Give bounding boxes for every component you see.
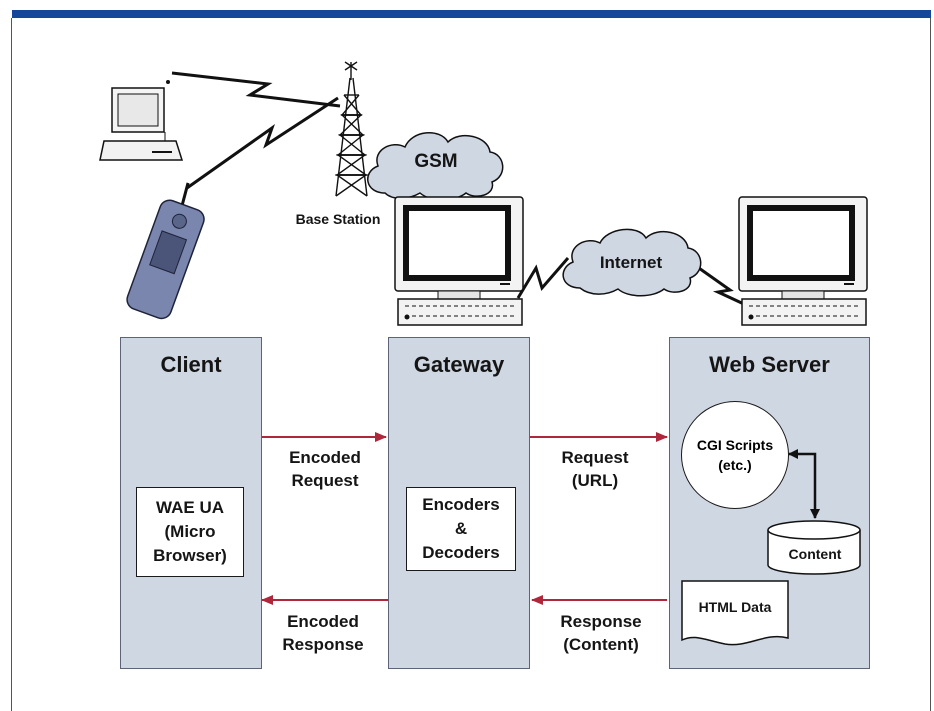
encoders-line-3: Decoders [422,543,500,562]
wireless-link-phone [186,96,339,190]
encoded-request-line-1: Encoded [289,448,361,467]
encoded-response-label: Encoded Response [260,610,386,656]
cgi-scripts-circle: CGI Scripts (etc.) [681,401,789,509]
request-url-line-1: Request [561,448,629,467]
encoded-request-label: Encoded Request [265,446,385,492]
html-document-icon [681,580,789,646]
arrow-cgi-content [788,449,820,519]
wae-ua-box: WAE UA (Micro Browser) [136,487,244,577]
client-title: Client [160,352,222,377]
html-data-label: HTML Data [698,599,772,615]
response-content-label: Response (Content) [542,610,660,656]
request-url-line-2: (URL) [571,471,619,490]
request-url-label: Request (URL) [540,446,650,492]
wae-ua-line-1: WAE UA [156,498,224,517]
web-server-computer-icon [738,196,868,326]
gsm-label: GSM [414,151,458,172]
content-database-icon [767,520,861,575]
wae-ua-line-2: (Micro [164,522,216,541]
link-internet-server [695,264,747,307]
cgi-line-1: CGI Scripts [696,437,774,453]
base-station-label: Base Station [295,211,381,227]
wireless-link-laptop [171,71,341,108]
encoded-response-line-2: Response [282,635,364,654]
web-server-title: Web Server [709,352,830,377]
frame-border-right [930,18,931,711]
internet-cloud-icon [562,228,702,297]
top-bar [12,10,931,18]
antenna-tower-icon [334,61,369,197]
encoded-request-line-2: Request [291,471,359,490]
response-content-line-2: (Content) [563,635,639,654]
response-content-line-1: Response [560,612,642,631]
encoders-line-2: & [454,519,468,538]
wae-ua-line-3: Browser) [153,546,227,565]
content-label: Content [788,546,842,562]
encoded-response-line-1: Encoded [287,612,359,631]
laptop-icon [99,80,184,161]
cgi-line-2: (etc.) [718,457,752,473]
gateway-computer-icon [394,196,524,326]
gateway-title: Gateway [413,352,505,377]
mobile-phone-icon [126,182,205,320]
web-server-panel: Web Server CGI Scripts (etc.) [669,337,870,669]
gateway-panel: Gateway Encoders & Decoders [388,337,530,669]
client-panel: Client WAE UA (Micro Browser) [120,337,262,669]
encoders-line-1: Encoders [422,495,500,514]
internet-label: Internet [599,253,663,272]
encoders-decoders-box: Encoders & Decoders [406,487,516,571]
link-gateway-internet [516,257,570,299]
frame-border-left [11,18,12,711]
